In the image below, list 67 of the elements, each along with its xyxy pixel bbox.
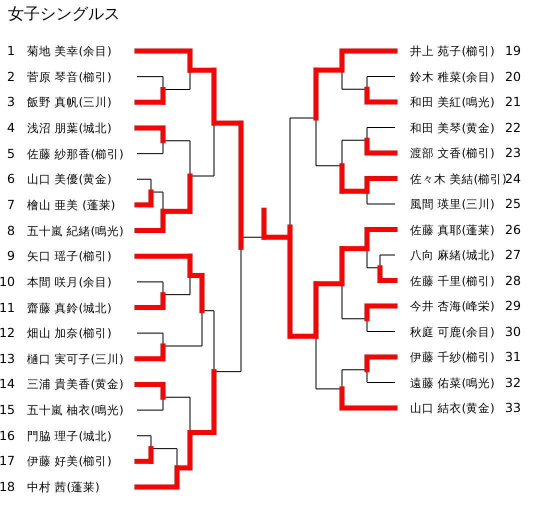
- player-name: 佐藤 紗那香(櫛引): [27, 146, 124, 162]
- seed-number: 24: [505, 170, 521, 186]
- player-name: 菊地 美幸(余目): [27, 43, 112, 59]
- player-name: 和田 美琴(黄金): [410, 120, 495, 136]
- player-name: 齋藤 真鈴(城北): [27, 300, 112, 316]
- seed-number: 4: [7, 120, 15, 136]
- player-name: 渡部 文香(櫛引): [410, 145, 495, 161]
- seed-number: 13: [0, 350, 15, 367]
- player-name: 門脇 理子(城北): [27, 428, 112, 444]
- seed-number: 23: [505, 145, 521, 161]
- player-name: 樋口 実可子(三川): [27, 350, 124, 367]
- seed-number: 15: [0, 402, 15, 418]
- player-name: 井上 苑子(櫛引): [410, 43, 495, 59]
- seed-number: 10: [0, 274, 15, 290]
- seed-number: 1: [7, 43, 15, 59]
- player-name: 山口 結衣(黄金): [410, 400, 495, 416]
- seed-number: 11: [0, 300, 15, 316]
- seed-number: 20: [505, 68, 521, 84]
- seed-number: 8: [7, 222, 15, 239]
- seed-number: 2: [7, 68, 15, 85]
- player-name: 佐藤 真耶(蓬莱): [410, 222, 495, 238]
- player-name: 和田 美紅(鳴光): [410, 94, 495, 110]
- player-name: 山口 美優(黄金): [27, 171, 112, 188]
- player-name: 秋庭 可鹿(余目): [410, 324, 495, 340]
- player-name: 菅原 琴音(櫛引): [27, 68, 112, 85]
- seed-number: 17: [0, 453, 15, 470]
- seed-number: 16: [0, 428, 15, 444]
- seed-number: 14: [0, 376, 15, 392]
- player-name: 三浦 貴美香(黄金): [27, 376, 124, 392]
- seed-number: 33: [505, 400, 521, 416]
- seed-number: 29: [505, 298, 521, 314]
- player-name: 矢口 瑶子(櫛引): [27, 248, 112, 264]
- player-name: 中村 茜(蓬莱): [27, 479, 100, 496]
- player-name: 八向 麻緒(城北): [410, 247, 495, 263]
- seed-number: 32: [505, 374, 521, 390]
- seed-number: 31: [505, 349, 521, 365]
- player-name: 本間 咲月(余目): [27, 274, 112, 290]
- seed-number: 6: [7, 171, 15, 188]
- player-name: 畑山 加奈(櫛引): [27, 325, 112, 342]
- seed-number: 18: [0, 479, 15, 496]
- seed-number: 25: [505, 196, 521, 212]
- seed-number: 21: [505, 94, 521, 110]
- seed-number: 7: [7, 196, 15, 213]
- player-name: 飯野 真帆(三川): [27, 94, 112, 110]
- seed-number: 9: [7, 248, 15, 264]
- seed-number: 19: [505, 43, 521, 59]
- player-name: 檜山 亜美 (蓬莱): [27, 196, 116, 213]
- seed-number: 12: [0, 325, 15, 342]
- seed-number: 28: [505, 272, 521, 288]
- player-name: 五十嵐 柚衣(鳴光): [27, 402, 124, 418]
- seed-number: 3: [7, 94, 15, 110]
- player-name: 今井 杏海(峰栄): [410, 298, 495, 314]
- player-name: 鈴木 稚菜(余目): [410, 68, 495, 84]
- player-name: 五十嵐 紀緒(鳴光): [27, 222, 124, 239]
- seed-number: 26: [505, 222, 521, 238]
- seed-number: 22: [505, 120, 521, 136]
- seed-number: 5: [7, 146, 15, 162]
- player-name: 佐藤 千里(櫛引): [410, 272, 495, 288]
- player-name: 佐々木 美結(櫛引): [410, 170, 507, 186]
- seed-number: 27: [505, 247, 521, 263]
- player-name: 風間 瑛里(三川): [410, 196, 495, 212]
- player-name: 浅沼 朋葉(城北): [27, 120, 112, 136]
- player-name: 伊藤 好美(櫛引): [27, 453, 112, 470]
- seed-number: 30: [505, 324, 521, 340]
- title: 女子シングルス: [8, 4, 120, 25]
- player-name: 伊藤 千紗(櫛引): [410, 349, 495, 365]
- player-name: 遠藤 佑菜(鳴光): [410, 374, 495, 390]
